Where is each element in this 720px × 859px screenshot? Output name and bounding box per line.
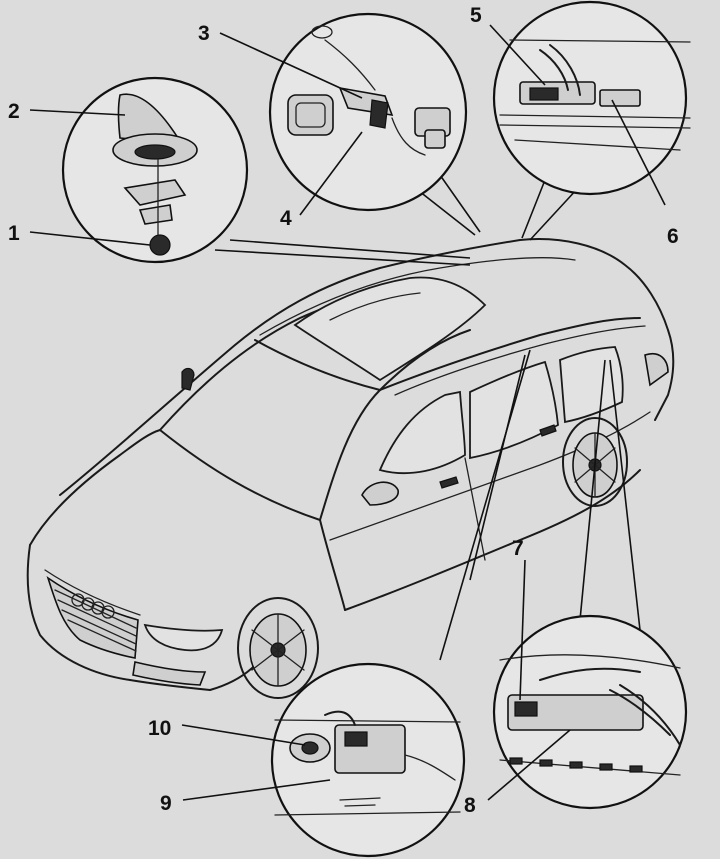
callout-6: 6 — [667, 225, 679, 248]
callout-7: 7 — [512, 537, 524, 560]
callout-2: 2 — [8, 100, 20, 123]
callout-labels: 1 2 3 4 5 6 7 8 9 10 — [8, 4, 679, 817]
detail-bubble-door-module — [270, 662, 466, 858]
detail-bubble-rear-pillar — [492, 614, 688, 810]
callout-1: 1 — [8, 222, 20, 245]
callout-9: 9 — [160, 792, 172, 815]
callout-3: 3 — [198, 22, 210, 45]
callout-8: 8 — [464, 794, 476, 817]
callout-5: 5 — [470, 4, 482, 27]
detail-bubble-roof-antenna — [61, 76, 249, 264]
detail-bubble-roof-amplifier — [268, 12, 468, 212]
callout-4: 4 — [280, 207, 292, 230]
detail-bubble-rear-window-top — [492, 0, 691, 196]
callout-leaders — [29, 24, 666, 801]
callout-10: 10 — [148, 717, 171, 740]
car-outline — [26, 238, 675, 699]
pointer-lines — [214, 174, 641, 661]
